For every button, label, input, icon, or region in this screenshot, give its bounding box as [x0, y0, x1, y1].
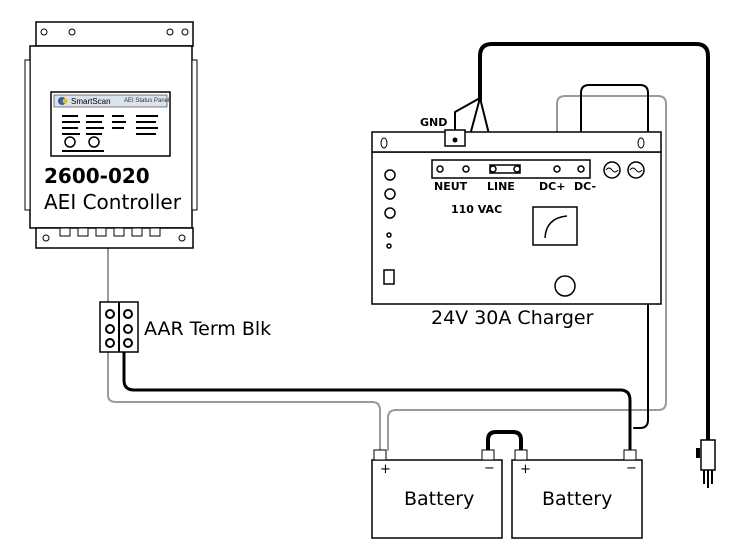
- aei-controller: [24, 21, 198, 249]
- controller-model-number: 2600-020: [44, 164, 150, 188]
- panel-brand: SmartScan: [71, 97, 111, 106]
- panel-title: AEI Status Panel: [124, 98, 170, 104]
- wiring: [107, 42, 710, 462]
- wire-dc-positive-gray: [387, 95, 667, 451]
- battery-right: [511, 449, 643, 539]
- charger: [371, 129, 662, 305]
- charger-terminal-neut: NEUT: [434, 180, 468, 193]
- battery-right-label: Battery: [542, 488, 613, 510]
- battery-right-positive: +: [520, 462, 531, 477]
- wire-dc-negative: [580, 84, 649, 429]
- controller-name: AEI Controller: [44, 190, 181, 214]
- charger-voltage-label: 110 VAC: [451, 203, 503, 216]
- battery-left-positive: +: [380, 462, 391, 477]
- terminal-block-label: AAR Term Blk: [144, 318, 272, 340]
- wire-controller-to-battery-positive: [107, 239, 381, 451]
- charger-terminal-dc-positive: DC+: [539, 180, 566, 193]
- wire-battery-link: [486, 430, 523, 462]
- charger-terminal-line: LINE: [487, 180, 515, 193]
- mains-plug-icon: [696, 439, 716, 488]
- wire-termblock-to-battery-negative: [122, 338, 632, 452]
- aar-terminal-block: [99, 301, 139, 353]
- battery-left-label: Battery: [404, 488, 475, 510]
- charger-terminal-dc-negative: DC-: [574, 180, 597, 193]
- charger-label: 24V 30A Charger: [431, 307, 594, 329]
- battery-right-negative: −: [626, 461, 637, 476]
- battery-left: [371, 449, 503, 539]
- charger-gnd-label: GND: [420, 116, 448, 129]
- battery-left-negative: −: [484, 461, 495, 476]
- wire-gnd: [454, 97, 481, 131]
- wire-mains-cord: [478, 42, 710, 442]
